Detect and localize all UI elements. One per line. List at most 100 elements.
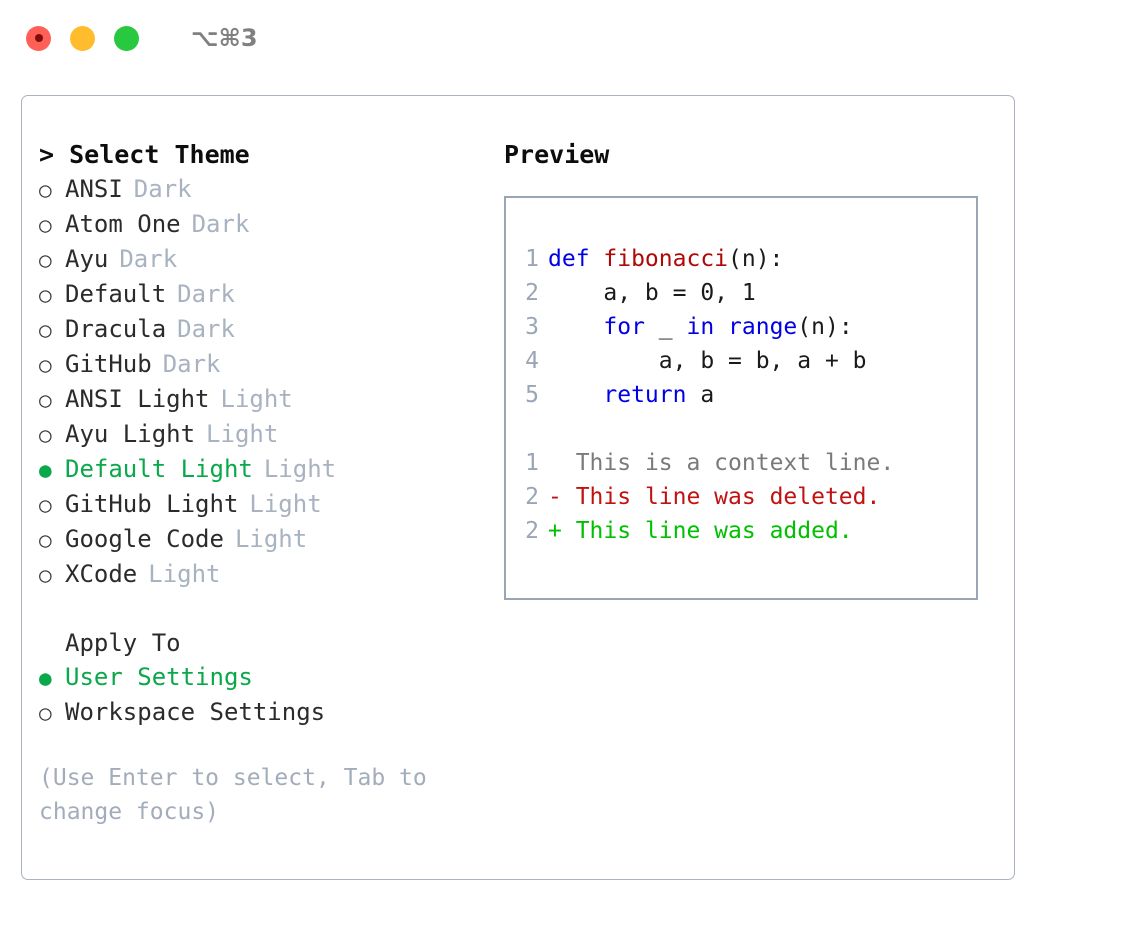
radio-unselected-icon: ○: [39, 423, 52, 447]
theme-list-item[interactable]: ○ Default Dark: [39, 277, 492, 312]
code-token: for: [603, 314, 645, 340]
code-token: return: [603, 382, 687, 408]
diff-marker: -: [548, 484, 576, 510]
radio-unselected-icon: ○: [39, 563, 52, 587]
radio-unselected-icon: ○: [39, 318, 52, 342]
radio-selected-icon: ●: [39, 666, 52, 690]
theme-variant-tag: Light: [148, 560, 221, 588]
code-token: a, b = 0, 1: [548, 280, 756, 306]
diff-text: This is a context line.: [575, 450, 895, 476]
code-text: a, b = b, a + b: [548, 344, 867, 378]
theme-name: Google Code: [65, 525, 224, 553]
diff-line: 1 This is a context line.: [506, 446, 976, 480]
theme-name: ANSI Light: [65, 385, 210, 413]
theme-name: Default: [65, 280, 167, 308]
line-number: 1: [525, 246, 539, 272]
diff-sample: 1 This is a context line.2- This line wa…: [506, 446, 976, 548]
code-line: 1 def fibonacci(n):: [506, 242, 976, 276]
theme-name: GitHub Light: [65, 490, 239, 518]
theme-variant-tag: Dark: [162, 350, 221, 378]
radio-unselected-icon: ○: [39, 248, 52, 272]
apply-to-header: Apply To: [65, 629, 181, 657]
theme-name: Default Light: [65, 455, 253, 483]
diff-marker: +: [548, 518, 576, 544]
theme-variant-tag: Dark: [177, 315, 235, 343]
radio-selected-icon: ●: [39, 458, 52, 482]
theme-list-item[interactable]: ● Default Light Light: [39, 452, 492, 487]
code-text: a, b = 0, 1: [548, 276, 756, 310]
code-text: for _ in range(n):: [548, 310, 853, 344]
diff-marker: [548, 446, 576, 480]
theme-list-item[interactable]: ○ ANSI Dark: [39, 172, 492, 207]
diff-line: 2- This line was deleted.: [506, 480, 976, 514]
code-line: 2 a, b = 0, 1: [506, 276, 976, 310]
diff-text: This line was deleted.: [575, 484, 881, 510]
radio-unselected-icon: ○: [39, 283, 52, 307]
close-window-button[interactable]: [26, 25, 51, 51]
line-number: 2: [525, 518, 539, 544]
code-token: _: [644, 314, 687, 340]
code-text: return a: [548, 378, 714, 412]
diff-line: 2 + This line was added.: [506, 514, 976, 548]
apply-to-list[interactable]: ● User Settings ○ Workspace Settings: [39, 660, 492, 730]
maximize-window-button[interactable]: [114, 25, 139, 51]
minimize-window-button[interactable]: [70, 25, 95, 51]
code-token: in: [686, 314, 715, 340]
radio-unselected-icon: ○: [39, 493, 52, 517]
theme-variant-tag: Light: [249, 490, 322, 518]
preview-title: Preview: [504, 140, 610, 169]
radio-unselected-icon: ○: [39, 701, 52, 725]
code-token: a: [686, 382, 715, 408]
code-text: def fibonacci(n):: [548, 242, 783, 276]
apply-to-option[interactable]: ○ Workspace Settings: [39, 695, 492, 730]
line-number: 2: [525, 484, 539, 510]
line-number: 2: [525, 280, 539, 306]
line-number: 3: [525, 314, 539, 340]
code-token: range: [728, 314, 798, 340]
radio-unselected-icon: ○: [39, 213, 52, 237]
apply-to-label: Workspace Settings: [65, 698, 326, 726]
titlebar: ⌥⌘3: [0, 0, 1140, 76]
radio-unselected-icon: ○: [39, 353, 52, 377]
theme-list-item[interactable]: ○ GitHub Light Light: [39, 487, 492, 522]
line-number: 1: [525, 450, 539, 476]
theme-variant-tag: Light: [263, 455, 337, 483]
code-token: a, b = b, a + b: [548, 348, 867, 374]
code-line: 4 a, b = b, a + b: [506, 344, 976, 378]
code-token: [548, 314, 603, 340]
apply-to-label: User Settings: [65, 663, 253, 691]
theme-variant-tag: Dark: [133, 175, 192, 203]
theme-name: Atom One: [65, 210, 181, 238]
theme-variant-tag: Dark: [177, 280, 235, 308]
code-token: [714, 314, 728, 340]
select-theme-header: > Select Theme: [39, 140, 250, 169]
code-token: [548, 382, 603, 408]
code-token: fibonacci: [603, 246, 729, 272]
line-number: 5: [525, 382, 539, 408]
hint-text: (Use Enter to select, Tab to change focu…: [39, 765, 427, 825]
diff-text: This line was added.: [575, 518, 853, 544]
theme-variant-tag: Dark: [119, 245, 178, 273]
code-token: (n):: [728, 246, 784, 272]
code-line: 3 for _ in range(n):: [506, 310, 976, 344]
theme-name: Ayu Light: [65, 420, 196, 448]
theme-name: ANSI: [65, 175, 123, 203]
apply-to-option[interactable]: ● User Settings: [39, 660, 492, 695]
code-token: (n):: [797, 314, 853, 340]
theme-list-item[interactable]: ○ Dracula Dark: [39, 312, 492, 347]
radio-unselected-icon: ○: [39, 178, 52, 202]
theme-name: Dracula: [65, 315, 167, 343]
